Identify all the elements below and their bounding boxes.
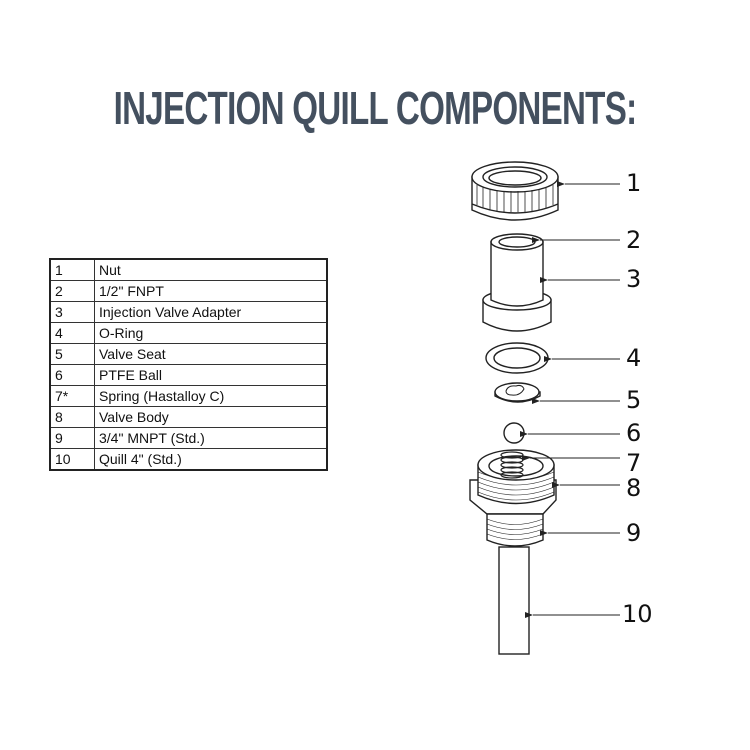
callout-7: 7 <box>626 449 642 477</box>
part-name: 3/4" MNPT (Std.) <box>94 427 328 449</box>
leader-lines <box>520 181 620 618</box>
part-number: 7* <box>49 385 95 407</box>
ptfe-ball-part <box>503 422 525 444</box>
callout-8: 8 <box>626 474 642 502</box>
o-ring-part <box>485 342 549 374</box>
valve-seat-part <box>494 382 541 403</box>
callout-2: 2 <box>626 226 642 254</box>
part-name: Valve Body <box>94 406 328 428</box>
callout-4: 4 <box>626 344 642 372</box>
callout-6: 6 <box>626 419 642 447</box>
callout-9: 9 <box>626 519 642 547</box>
part-number: 10 <box>49 448 95 471</box>
callout-10: 10 <box>622 600 653 628</box>
part-name: Spring (Hastalloy C) <box>94 385 328 407</box>
adapter-part <box>482 233 552 332</box>
callout-3: 3 <box>626 265 642 293</box>
part-name: PTFE Ball <box>94 364 328 386</box>
callout-5: 5 <box>626 386 642 414</box>
callout-1: 1 <box>626 169 642 197</box>
quill-tube-part <box>498 546 530 655</box>
part-name: Quill 4" (Std.) <box>94 448 328 471</box>
nut-part <box>471 161 559 221</box>
page-title: INJECTION QUILL COMPONENTS: <box>113 82 637 134</box>
part-name: Valve Seat <box>94 343 328 365</box>
table-row: 7*Spring (Hastalloy C) <box>49 385 328 407</box>
valve-body-part <box>469 449 557 547</box>
